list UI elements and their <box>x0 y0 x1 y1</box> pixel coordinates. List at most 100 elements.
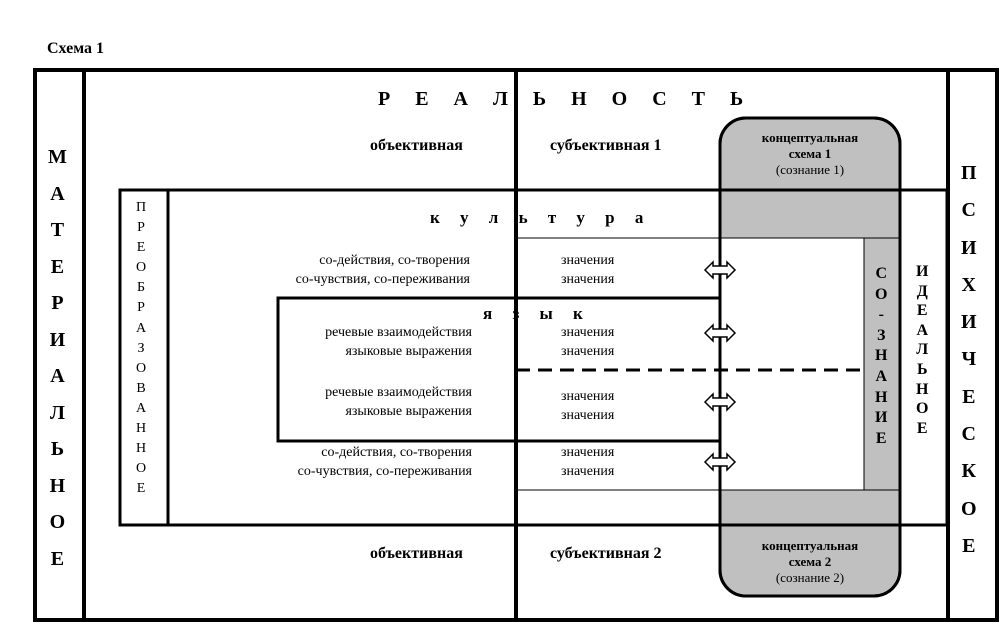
culture-upper-left: со-действия, со-творения со-чувствия, со… <box>260 251 470 289</box>
vertical-letter: К <box>961 460 977 483</box>
vertical-letter: Л <box>49 401 65 424</box>
culture-heading: к у л ь т у р а <box>430 208 652 227</box>
vertical-letter: Е <box>50 547 65 570</box>
culture-lower-right-2: значения <box>561 464 615 479</box>
concept-2-line3: (сознание 2) <box>775 570 845 585</box>
vertical-letter: Л <box>916 341 929 359</box>
vertical-letter: Х <box>961 273 976 296</box>
concept-scheme-1: концептуальная схема 1 (сознание 1) <box>722 130 898 178</box>
vertical-letter: С <box>875 265 887 282</box>
concept-scheme-2: концептуальная схема 2 (сознание 2) <box>722 538 898 586</box>
concept-1-line2: схема 1 <box>788 146 832 161</box>
vertical-letter: О <box>916 400 929 418</box>
vertical-letter: З <box>877 326 886 344</box>
language-lower-left-2: языковые выражения <box>345 404 472 419</box>
culture-lower-left-1: со-действия, со-творения <box>321 445 472 460</box>
vertical-letter: Е <box>50 255 65 278</box>
vertical-letter: Ь <box>916 360 928 378</box>
vertical-letter: А <box>875 367 887 385</box>
vertical-letter: А <box>916 321 928 339</box>
language-upper-left-1: речевые взаимодействия <box>325 325 472 340</box>
vertical-letter: Е <box>916 302 928 320</box>
vertical-letter: Р <box>137 220 145 236</box>
vertical-letter: О <box>136 260 147 276</box>
vertical-letter: З <box>137 340 145 356</box>
culture-lower-right: значения значения <box>561 443 614 481</box>
concept-2-line2: схема 2 <box>788 554 832 569</box>
vertical-letter: Д <box>916 282 928 300</box>
vertical-letter: И <box>875 409 888 427</box>
co-consciousness-band <box>863 237 901 491</box>
vertical-letter: Б <box>137 280 146 296</box>
language-lower-right: значения значения <box>561 387 614 425</box>
language-upper-left: речевые взаимодействия языковые выражени… <box>280 323 472 361</box>
vertical-letter: Ч <box>961 348 977 371</box>
culture-upper-right-1: значения <box>561 253 615 268</box>
vertical-letter: Е <box>875 429 887 447</box>
vertical-letter: А <box>50 365 65 387</box>
vertical-letter: О <box>49 511 66 533</box>
vertical-letter: Н <box>136 441 147 457</box>
vertical-letter: С <box>961 423 976 446</box>
vertical-letter: Ь <box>50 438 65 460</box>
language-upper-left-2: языковые выражения <box>345 344 472 359</box>
language-upper-right-1: значения <box>561 325 615 340</box>
concept-band-outline <box>718 116 902 598</box>
culture-upper-right: значения значения <box>561 251 614 289</box>
vertical-letter: И <box>916 263 929 280</box>
concept-1-line1: концептуальная <box>761 130 859 145</box>
bottom-subjective-label: субъективная 2 <box>550 545 662 562</box>
vertical-letter: Р <box>51 292 64 314</box>
vertical-letter: О <box>136 461 147 477</box>
concept-2-line1: концептуальная <box>761 538 859 553</box>
vertical-letter: - <box>878 306 884 324</box>
double-arrow-3 <box>703 392 737 412</box>
vertical-letter: М <box>48 146 67 168</box>
vertical-letter: Т <box>50 219 65 241</box>
vertical-letter: Р <box>137 300 145 316</box>
language-upper-right: значения значения <box>561 323 614 361</box>
bottom-objective-label: объективная <box>370 545 463 562</box>
vertical-letter: А <box>136 320 147 336</box>
vertical-letter: И <box>961 311 977 334</box>
vertical-letter: В <box>136 380 146 396</box>
language-lower-left-1: речевые взаимодействия <box>325 385 472 400</box>
culture-frame <box>118 188 949 527</box>
double-arrow-4 <box>703 452 737 472</box>
top-subjective-label: субъективная 1 <box>550 137 662 154</box>
language-upper-right-2: значения <box>561 344 615 359</box>
vertical-letter: Н <box>916 380 929 398</box>
vertical-letter: П <box>136 200 147 215</box>
vertical-letter: А <box>50 182 65 205</box>
vertical-letter: Е <box>136 240 146 256</box>
vertical-letter: Е <box>916 419 928 437</box>
language-frame <box>276 296 722 443</box>
vertical-letter: А <box>136 400 147 416</box>
schema-title: Схема 1 <box>47 40 105 57</box>
language-heading: я з ы к <box>483 304 591 323</box>
vertical-letter: Е <box>962 534 976 557</box>
reality-heading: Р Е А Л Ь Н О С Т Ь <box>378 88 754 110</box>
vertical-letter: П <box>961 162 977 184</box>
vertical-letter: И <box>49 328 66 351</box>
top-objective-label: объективная <box>370 137 463 154</box>
culture-lower-left-2: со-чувствия, со-переживания <box>297 464 472 479</box>
vertical-letter: Н <box>49 474 66 497</box>
vertical-letter: Н <box>875 347 888 365</box>
vertical-letter: О <box>875 285 888 303</box>
double-arrow-2 <box>703 323 737 343</box>
vertical-letter: О <box>136 360 147 376</box>
culture-upper-right-2: значения <box>561 272 615 287</box>
culture-lower-left: со-действия, со-творения со-чувствия, со… <box>260 443 472 481</box>
language-lower-right-2: значения <box>561 408 615 423</box>
vertical-letter: И <box>961 236 977 259</box>
language-lower-right-1: значения <box>561 389 615 404</box>
culture-lower-right-1: значения <box>561 445 615 460</box>
vertical-letter: С <box>961 199 976 222</box>
